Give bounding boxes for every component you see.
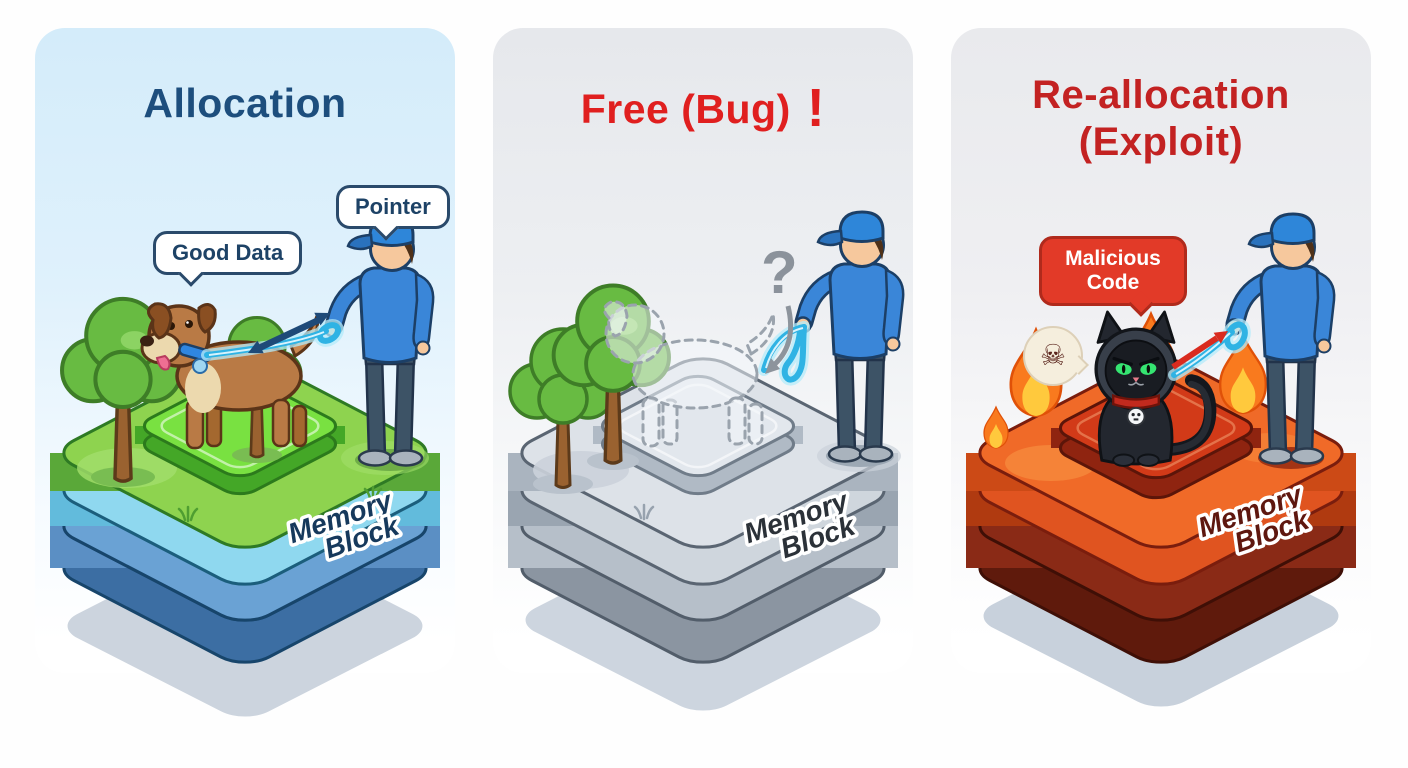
trees xyxy=(62,299,303,487)
person xyxy=(796,212,904,467)
person xyxy=(1227,214,1335,469)
panel-allocation: Memory Block Allocation Good Data Pointe… xyxy=(35,28,455,724)
malicious-code-label: Malicious Code xyxy=(1039,236,1187,307)
exploit-title-line1: Re-allocation xyxy=(1032,73,1290,117)
hijacked-leash xyxy=(1168,318,1251,381)
panel-title-re-allocation: Re-allocation (Exploit) xyxy=(951,72,1371,166)
exploit-arrow-icon xyxy=(1171,331,1228,370)
malicious-cat xyxy=(1094,310,1217,467)
panel-title-allocation: Allocation xyxy=(143,80,347,126)
ghost-dog xyxy=(603,300,776,448)
collar-tag xyxy=(192,358,208,374)
skull-tag xyxy=(1126,406,1146,426)
panel-re-allocation-exploit: Memory Block Re-allocation (Exploit) Mal… xyxy=(951,28,1371,714)
pointer-arrow-icon xyxy=(248,312,330,354)
dangling-leash xyxy=(758,321,810,386)
question-mark-icon: ? xyxy=(761,239,798,306)
exclamation-icon: ! xyxy=(806,78,826,138)
question-arrow-icon xyxy=(765,305,794,374)
skull-speech-bubble: ☠ xyxy=(1023,326,1083,386)
person xyxy=(326,216,434,471)
panel-title-free-bug: Free (Bug) ! xyxy=(493,78,913,138)
free-scene: Memory Block xyxy=(506,28,913,718)
pointer-label: Pointer xyxy=(336,185,450,229)
exploit-scene: Memory Block xyxy=(964,28,1358,714)
cat-collar xyxy=(1112,393,1160,410)
exploit-title-line2: (Exploit) xyxy=(1078,120,1244,165)
free-bug-title-text: Free (Bug) xyxy=(580,86,791,132)
trees xyxy=(508,283,671,494)
good-data-label: Good Data xyxy=(153,231,303,275)
panel-free-bug: Memory Block Free (Bug) ! ? xyxy=(493,28,913,718)
skull-icon: ☠ xyxy=(1040,339,1066,372)
allocation-scene: Memory Block xyxy=(48,28,455,724)
